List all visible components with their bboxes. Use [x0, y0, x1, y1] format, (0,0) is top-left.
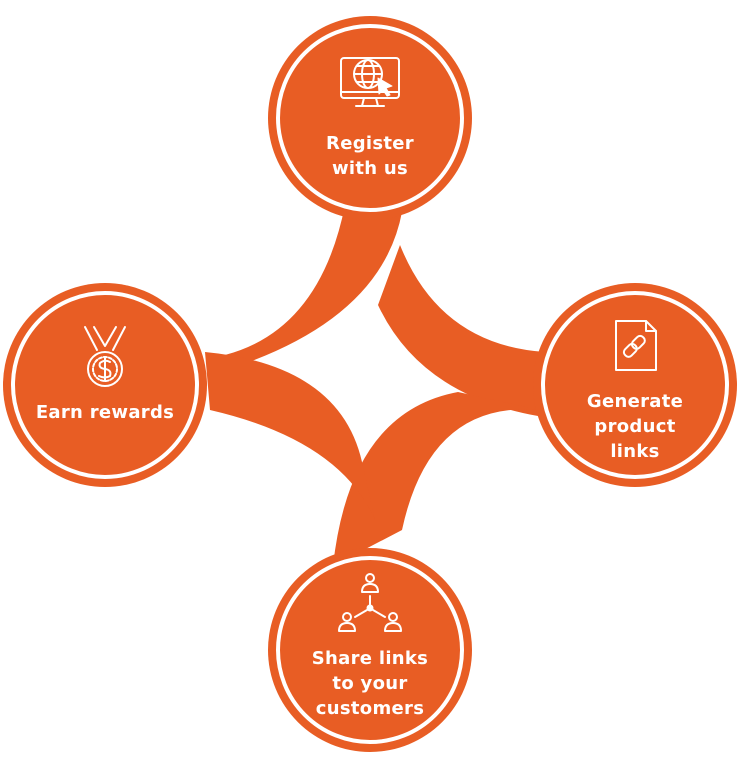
arc-register-to-earn: [225, 205, 402, 368]
globe-monitor-icon: [340, 57, 400, 107]
arc-register-to-generate: [378, 245, 545, 416]
people-network-icon: [338, 573, 402, 632]
node-register-label: Register with us: [326, 133, 414, 179]
node-generate: [533, 283, 737, 487]
document-link-icon: [615, 320, 657, 371]
node-earn-label: Earn rewards: [35, 402, 175, 423]
node-register: [268, 16, 472, 220]
node-share: [268, 548, 472, 752]
medal-dollar-icon: [84, 326, 126, 387]
node-share-label: Share links to your customers: [311, 648, 429, 719]
connector-arcs: [205, 205, 545, 566]
arc-earn-to-share: [205, 352, 375, 520]
node-generate-label: Generate product links: [586, 391, 684, 462]
arc-generate-to-share: [333, 392, 540, 566]
